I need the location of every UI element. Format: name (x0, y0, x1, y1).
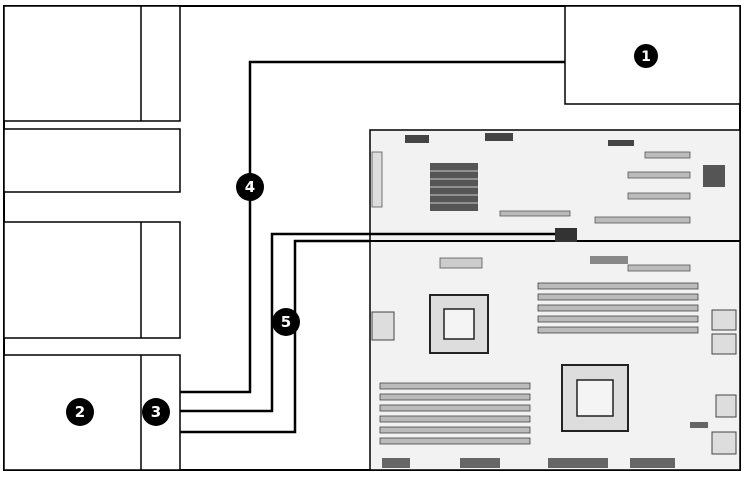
drive-bay-3 (3, 221, 181, 339)
callout-1-circle (634, 44, 658, 68)
pci-slot-lower-2 (590, 256, 628, 264)
system-board (369, 129, 741, 471)
bottom-connector-5 (690, 422, 708, 428)
bottom-connector-1 (460, 458, 500, 468)
callout-2: 2 (66, 398, 94, 426)
top-connector-2 (485, 133, 513, 141)
heatsink-fins (430, 170, 478, 204)
pci-slot-lower-3 (627, 264, 691, 272)
callout-2-circle (66, 398, 94, 426)
bottom-connector-4 (382, 458, 410, 468)
top-connector-1 (405, 135, 429, 143)
expansion-slot-4 (594, 216, 691, 224)
callout-2-label: 2 (75, 403, 85, 421)
callout-5-label: 5 (281, 313, 291, 331)
callout-3-circle (142, 398, 170, 426)
cable-4 (180, 60, 565, 394)
cpu-socket-1-core (443, 308, 475, 340)
dimm-slots-lower-left (379, 382, 531, 445)
callout-1: 1 (634, 44, 658, 68)
top-connector-3 (608, 140, 634, 146)
bottom-connector-2 (548, 458, 608, 468)
drive-bay-1 (3, 5, 181, 122)
callout-1-label: 1 (641, 49, 651, 65)
drive-bay-2 (3, 128, 181, 193)
cpu-socket-2-core (576, 379, 614, 417)
right-port-3 (715, 394, 737, 418)
right-port-1 (711, 309, 737, 331)
cable-5-lower (180, 239, 370, 434)
callout-5: 5 (272, 308, 300, 336)
callout-3: 3 (142, 398, 170, 426)
expansion-slot-3 (627, 192, 691, 200)
callout-4-label: 4 (245, 178, 255, 196)
callout-4: 4 (236, 173, 264, 201)
pci-slot-lower-1 (439, 257, 483, 269)
dimm-slots-center (537, 282, 699, 334)
right-port-4 (711, 431, 737, 455)
expansion-slot-2 (627, 171, 691, 179)
right-port-2 (711, 333, 737, 355)
callout-4-circle (236, 173, 264, 201)
bottom-connector-3 (630, 458, 675, 468)
expansion-slot-1 (644, 151, 691, 159)
cable-5-upper (180, 232, 555, 413)
chip-upper-right (703, 165, 725, 187)
cables (180, 60, 565, 434)
board-connector-callout-target (555, 228, 577, 242)
callout-5-circle (272, 308, 300, 336)
left-port-block (371, 311, 395, 341)
memory-slot-small (499, 210, 571, 217)
left-edge-connector (371, 151, 383, 208)
callout-3-label: 3 (151, 403, 161, 421)
